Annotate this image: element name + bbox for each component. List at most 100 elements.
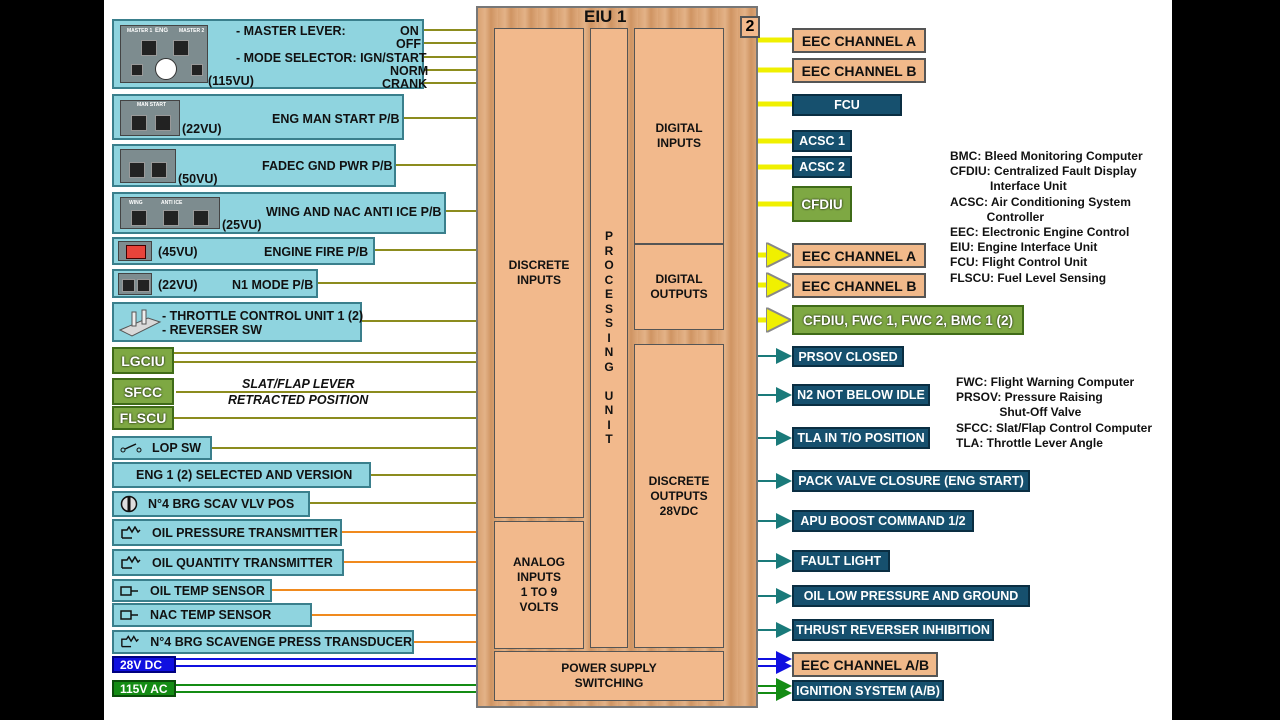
fcu-box: FCU [792, 94, 902, 116]
eng2-anti-ice-pb [193, 210, 209, 226]
fault-light-2 [191, 64, 203, 76]
discrete-inputs-label: DISCRETE INPUTS [508, 258, 570, 287]
vu45-label: (45VU) [158, 245, 198, 259]
oil-pressure-box: OIL PRESSURE TRANSMITTER [112, 519, 342, 546]
fault-light-label: FAULT LIGHT [800, 554, 882, 568]
oil-temp-box: OIL TEMP SENSOR [112, 579, 272, 602]
panel-anti-ice-label: ANTI ICE [161, 200, 183, 206]
fire-pb [126, 245, 146, 259]
lgciu-box: LGCIU [112, 347, 174, 374]
processing-unit-block: P R O C E S S I N G U N I T [590, 28, 628, 648]
brg-scav-vlv-box: N°4 BRG SCAV VLV POS [112, 491, 310, 517]
vu115-label: (115VU) [208, 74, 254, 88]
sensor-icon [120, 610, 138, 620]
tla-to-position-box: TLA IN T/O POSITION [792, 427, 930, 449]
n1-mode-label: N1 MODE P/B [232, 278, 314, 292]
master-lever-label: - MASTER LEVER: [236, 24, 346, 38]
oil-temp-label: OIL TEMP SENSOR [150, 583, 265, 598]
eec-channel-a-out-label: EEC CHANNEL A [801, 247, 917, 264]
transmitter-icon [121, 525, 141, 539]
dc28-label: 28V DC [120, 657, 163, 672]
abbreviations-legend-1: BMC: Bleed Monitoring Computer CFDIU: Ce… [950, 149, 1143, 285]
ac-power-wires [176, 677, 494, 700]
oil-pressure-label: OIL PRESSURE TRANSMITTER [152, 525, 338, 540]
wing-anti-ice-pb [131, 210, 147, 226]
prsov-closed-box: PRSOV CLOSED [792, 346, 904, 367]
brg-scav-press-box: N°4 BRG SCAVENGE PRESS TRANSDUCER [112, 630, 414, 654]
eng-man-start-box: MAN START ENG MAN START P/B (22VU) [112, 94, 404, 140]
fadec-1-pb [129, 162, 145, 178]
eec-channel-b-in-box: EEC CHANNEL B [792, 58, 926, 83]
throttle-label-1: - THROTTLE CONTROL UNIT 1 (2) [162, 309, 364, 323]
acsc1-label: ACSC 1 [799, 134, 845, 148]
fadec-gnd-pwr-box: FADEC GND PWR P/B (50VU) [112, 144, 396, 187]
cfdiu-fwc-bmc-label: CFDIU, FWC 1, FWC 2, BMC 1 (2) [803, 312, 1013, 328]
vu22b-label: (22VU) [158, 278, 198, 292]
ignition-system-box: IGNITION SYSTEM (A/B) [792, 680, 944, 701]
eiu-unit: EIU 1 2 DISCRETE INPUTS ANALOG INPUTS 1 … [476, 6, 760, 708]
digital-inputs-block: DIGITAL INPUTS [634, 28, 724, 244]
eiu-title: EIU 1 [584, 7, 627, 26]
cfdiu-label: CFDIU [801, 196, 843, 212]
mode-norm-label: NORM [390, 64, 429, 78]
transmitter-icon [121, 555, 141, 569]
eng-master-panel-box: ENG MASTER 1 MASTER 2 - MASTER LEVER: ON… [112, 19, 428, 91]
throttle-label-2: - REVERSER SW [162, 323, 263, 337]
brg-scav-vlv-label: N°4 BRG SCAV VLV POS [148, 497, 295, 511]
diagram-canvas: ENG MASTER 1 MASTER 2 - MASTER LEVER: ON… [104, 0, 1172, 720]
man-start-panel-image: MAN START [120, 100, 180, 136]
fault-light-1 [131, 64, 143, 76]
fcu-label: FCU [834, 98, 860, 112]
thrust-reverser-box: THRUST REVERSER INHIBITION [792, 619, 994, 641]
wing-nac-anti-ice-box: WING ANTI ICE WING AND NAC ANTI ICE P/B … [112, 192, 446, 234]
panel-wing-label: WING [129, 200, 143, 206]
discrete-outputs-label: DISCRETE OUTPUTS 28VDC [648, 473, 710, 518]
oil-low-pressure-label: OIL LOW PRESSURE AND GROUND [803, 589, 1019, 603]
eec-channel-ab-label: EEC CHANNEL A/B [800, 656, 930, 673]
analog-inputs-block: ANALOG INPUTS 1 TO 9 VOLTS [494, 521, 584, 649]
digital-inputs-label: DIGITAL INPUTS [655, 121, 703, 150]
n2-not-below-idle-label: N2 NOT BELOW IDLE [797, 388, 925, 402]
master-1-switch [141, 40, 157, 56]
eng-master-panel-image: ENG MASTER 1 MASTER 2 [120, 25, 208, 83]
eec-channel-a-out-box: EEC CHANNEL A [792, 243, 926, 268]
thrust-reverser-label: THRUST REVERSER INHIBITION [796, 623, 990, 637]
digital-outputs-label: DIGITAL OUTPUTS [650, 272, 708, 301]
pack-valve-closure-label: PACK VALVE CLOSURE (ENG START) [798, 474, 1024, 488]
man-start-2-pb [155, 115, 171, 131]
discrete-outputs-block: DISCRETE OUTPUTS 28VDC [634, 344, 724, 648]
master-2-switch [173, 40, 189, 56]
master-on-label: ON [400, 24, 419, 38]
oil-quantity-box: OIL QUANTITY TRANSMITTER [112, 549, 344, 576]
wing-nac-label: WING AND NAC ANTI ICE P/B [266, 205, 442, 219]
eec-channel-b-out-label: EEC CHANNEL B [801, 277, 917, 294]
panel-master1-label: MASTER 1 [127, 28, 153, 34]
apu-boost-box: APU BOOST COMMAND 1/2 [792, 510, 974, 532]
pack-valve-closure-box: PACK VALVE CLOSURE (ENG START) [792, 470, 1030, 492]
ac115-box: 115V AC [112, 680, 176, 697]
nac-temp-box: NAC TEMP SENSOR [112, 603, 312, 627]
panel-eng-label: ENG [155, 28, 169, 34]
cfdiu-box: CFDIU [792, 186, 852, 222]
n1-mode-box: (22VU) N1 MODE P/B [112, 269, 318, 298]
eec-channel-b-out-box: EEC CHANNEL B [792, 273, 926, 298]
acsc1-box: ACSC 1 [792, 130, 852, 152]
discrete-inputs-block: DISCRETE INPUTS [494, 28, 584, 518]
eng1-anti-ice-pb [163, 210, 179, 226]
lgciu-label: LGCIU [121, 352, 165, 369]
n2-not-below-idle-box: N2 NOT BELOW IDLE [792, 384, 930, 406]
eec-channel-b-in-label: EEC CHANNEL B [801, 62, 917, 79]
valve-icon [120, 495, 138, 513]
ignition-system-label: IGNITION SYSTEM (A/B) [796, 683, 940, 698]
switch-icon [120, 443, 142, 453]
fadec-panel-image [120, 149, 176, 183]
slat-flap-label-2: RETRACTED POSITION [228, 393, 369, 407]
acsc2-box: ACSC 2 [792, 156, 852, 178]
transducer-icon [121, 635, 139, 648]
processing-unit-label: P R O C E S S I N G U N I T [604, 229, 614, 447]
eec-channel-a-in-label: EEC CHANNEL A [801, 32, 917, 49]
eec-channel-a-in-box: EEC CHANNEL A [792, 28, 926, 53]
mode-selector-knob [155, 58, 177, 80]
eng-selected-label: ENG 1 (2) SELECTED AND VERSION [136, 468, 353, 482]
lop-sw-box: LOP SW [112, 436, 212, 460]
